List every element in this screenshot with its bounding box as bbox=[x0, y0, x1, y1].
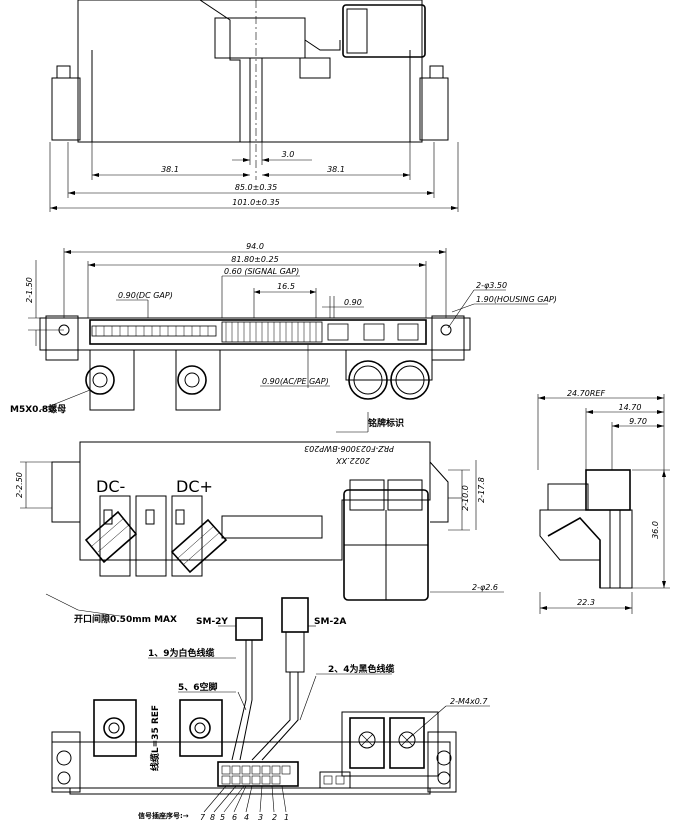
plan-pin-hatching bbox=[91, 321, 419, 343]
pin-4: 4 bbox=[244, 813, 249, 822]
ac-terminal-left-bottom bbox=[349, 717, 385, 769]
dc-plus-label: DC+ bbox=[176, 477, 213, 496]
plan-acpe-gap: 0.90(AC/PE GAP) bbox=[262, 377, 329, 386]
pin-5: 5 bbox=[220, 813, 225, 822]
wire-white-label: 1、9为白色线缆 bbox=[148, 647, 215, 659]
sm-2a-label: SM-2A bbox=[314, 617, 346, 627]
top-dim-left: 38.1 bbox=[161, 165, 179, 174]
plan-housing-gap: 1.90(HOUSING GAP) bbox=[476, 295, 557, 304]
plan-view: 94.0 81.80±0.25 0.60 (SIGNAL GAP) 16.5 0… bbox=[10, 242, 557, 415]
plan-signal-gap: 0.60 (SIGNAL GAP) bbox=[224, 267, 299, 276]
top-view-arrows bbox=[50, 158, 458, 210]
side-dim-24-70: 24.70REF bbox=[567, 389, 606, 398]
front-dim-phi-2-6: 2-φ2.6 bbox=[472, 583, 498, 592]
pin-7: 7 bbox=[200, 813, 206, 822]
marking-text: 2022.XX PRZ-F023006-BWP203 bbox=[304, 444, 394, 465]
pin-prefix-label: 信号插座序号:→ bbox=[138, 811, 189, 820]
ac-terminal-right bbox=[390, 360, 430, 400]
wire-black-label: 2、4为黑色线缆 bbox=[328, 663, 395, 675]
plan-dim-16-5: 16.5 bbox=[277, 282, 295, 291]
pin-1: 1 bbox=[284, 813, 289, 822]
top-dim-gap: 3.0 bbox=[282, 150, 295, 159]
pin-3: 3 bbox=[258, 813, 263, 822]
sm-2a-connector bbox=[281, 597, 309, 633]
front-dim-2-50: 2-2.50 bbox=[15, 472, 24, 498]
top-dim-inner: 85.0±0.35 bbox=[235, 183, 277, 192]
side-dim-14-70: 14.70 bbox=[619, 403, 642, 412]
marking-line1: 2022.XX bbox=[336, 456, 370, 465]
front-dim-2-17-8: 2-17.8 bbox=[477, 477, 486, 503]
open-gap-label: 开口间隙0.50mm MAX bbox=[74, 613, 177, 625]
top-dim-overall: 101.0±0.35 bbox=[232, 198, 279, 207]
marking-title: 铭牌标识 bbox=[368, 417, 404, 429]
ac-terminal-left bbox=[348, 360, 388, 400]
dc-plus-bar bbox=[179, 699, 223, 757]
m5-nut-left bbox=[85, 365, 115, 395]
wire-bundle bbox=[231, 640, 317, 761]
signal-pin-cells bbox=[221, 765, 291, 785]
pin-leader-lines bbox=[203, 785, 287, 813]
m5-nut-label: M5X0.8螺母 bbox=[10, 403, 66, 415]
pin-8: 8 bbox=[210, 813, 215, 822]
signal-socket bbox=[217, 761, 299, 787]
front-diagonal-hatching bbox=[91, 517, 221, 565]
side-view: 24.70REF 14.70 9.70 36.0 22.3 bbox=[537, 389, 670, 614]
empty-pin-label: 5、6空脚 bbox=[178, 681, 218, 693]
plan-hole-dim: 2-φ3.50 bbox=[476, 281, 507, 290]
plan-dc-gap: 0.90(DC GAP) bbox=[118, 291, 173, 300]
plan-dim-81: 81.80±0.25 bbox=[231, 255, 278, 264]
side-dim-36: 36.0 bbox=[651, 521, 660, 539]
side-dim-9-70: 9.70 bbox=[629, 417, 647, 426]
plan-dim-1-50: 2-1.50 bbox=[25, 277, 34, 303]
ac-terminal-right-bottom bbox=[389, 717, 425, 769]
marking-line2: PRZ-F023006-BWP203 bbox=[304, 444, 394, 453]
plan-dim-94: 94.0 bbox=[246, 242, 264, 251]
m4-label: 2-M4x0.7 bbox=[450, 697, 488, 706]
bottom-view: SM-2Y SM-2A 1、9为白色线缆 2、4为黑色线缆 5、6空脚 线缆 bbox=[51, 597, 490, 822]
side-dim-22-3: 22.3 bbox=[577, 598, 595, 607]
sm-2y-connector bbox=[235, 617, 263, 641]
top-view: 38.1 3.0 38.1 85.0±0.35 101.0±0.35 bbox=[49, 0, 459, 212]
top-dim-right: 38.1 bbox=[327, 165, 345, 174]
front-view: 铭牌标识 2022.XX PRZ-F023006-BWP203 2-2.50 D… bbox=[15, 412, 504, 625]
plan-dim-0-90: 0.90 bbox=[344, 298, 362, 307]
m5-nut-right bbox=[177, 365, 207, 395]
sm-2y-label: SM-2Y bbox=[196, 617, 228, 627]
dc-minus-bar bbox=[93, 699, 137, 757]
front-dim-2-10: 2-10.0 bbox=[461, 485, 470, 511]
pin-2: 2 bbox=[272, 813, 277, 822]
pin-6: 6 bbox=[232, 813, 237, 822]
cable-length-label: 线缆L=35 REF bbox=[149, 705, 161, 771]
dc-minus-label: DC- bbox=[96, 477, 125, 496]
